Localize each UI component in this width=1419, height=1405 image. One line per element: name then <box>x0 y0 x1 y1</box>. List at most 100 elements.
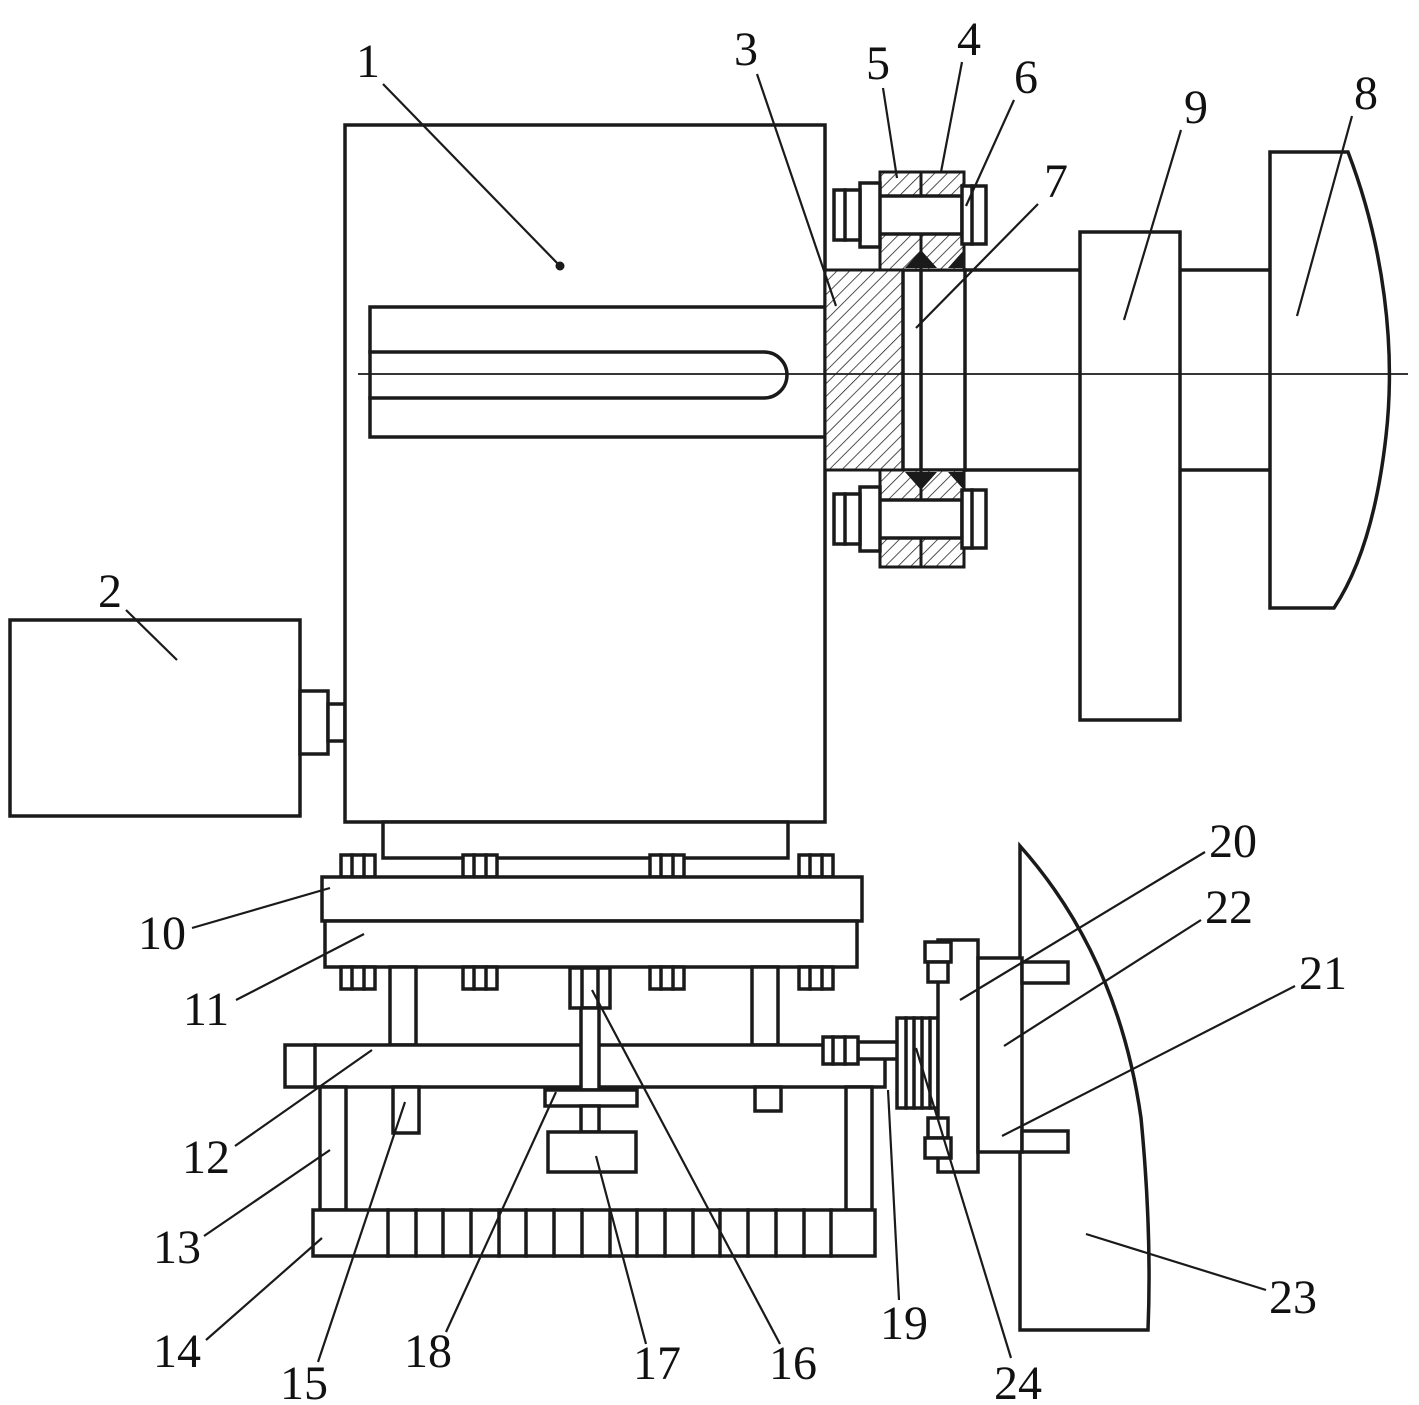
leader-line-1 <box>382 83 561 267</box>
top-bolt-shank <box>926 960 950 984</box>
right-clamp-assembly <box>821 938 1070 1174</box>
leader-line-18 <box>445 1091 557 1333</box>
bolt-nut <box>960 488 988 550</box>
coupling-bolt-bottom <box>832 485 988 553</box>
part9-bearing-block <box>1078 230 1182 722</box>
leader-line-10 <box>191 886 331 930</box>
right-flange-hub <box>901 268 967 472</box>
leader-line-6 <box>964 99 1016 207</box>
callout-20: 20 <box>959 815 1257 1001</box>
part-label-19: 19 <box>880 1297 928 1350</box>
bolt-washer <box>858 485 882 553</box>
leader-line-8 <box>1295 115 1354 317</box>
callout-9: 9 <box>1122 81 1208 321</box>
leader-line-21 <box>1001 985 1296 1137</box>
bolt-head <box>797 853 835 879</box>
part-label-22: 22 <box>1205 881 1253 934</box>
callout-2: 2 <box>98 565 178 661</box>
part13-left-frame-post <box>318 1085 348 1212</box>
leader-line-3 <box>755 73 838 307</box>
stud-bottom <box>1020 1129 1070 1154</box>
callout-8: 8 <box>1295 67 1378 317</box>
part-label-13: 13 <box>153 1221 201 1274</box>
part-label-2: 2 <box>98 565 122 618</box>
part-label-7: 7 <box>1044 155 1068 208</box>
right-stub <box>753 1085 783 1113</box>
leader-line-4 <box>939 61 964 173</box>
part-label-16: 16 <box>769 1337 817 1390</box>
callout-22: 22 <box>1003 881 1253 1047</box>
part3-coupling-hub <box>823 268 967 472</box>
part-label-1: 1 <box>356 35 380 88</box>
callout-7: 7 <box>915 155 1068 329</box>
callout-1: 1 <box>356 35 565 271</box>
part8-broken-member <box>1268 150 1392 610</box>
callout-18: 18 <box>404 1091 557 1378</box>
housing-neck <box>381 820 790 860</box>
part-label-23: 23 <box>1269 1271 1317 1324</box>
leader-line-16 <box>591 989 781 1345</box>
leader-dot-1 <box>555 261 565 271</box>
callout-3: 3 <box>734 23 838 307</box>
part16-screw-head <box>568 966 612 1010</box>
part-label-18: 18 <box>404 1325 452 1378</box>
part15-left-stub <box>391 1085 421 1135</box>
part-label-5: 5 <box>866 37 890 90</box>
bolt-facet-lines <box>350 965 824 991</box>
motor-shaft-step1 <box>298 689 330 756</box>
bolt-head <box>648 853 686 879</box>
bolt-facet-lines <box>843 488 974 550</box>
part-label-4: 4 <box>957 13 981 66</box>
leader-line-20 <box>959 851 1206 1001</box>
coupling-bolt-top <box>832 181 988 249</box>
motor-body <box>8 618 302 818</box>
spacer-serrations <box>904 1016 932 1110</box>
bolt-head <box>339 853 377 879</box>
bolt-head <box>648 965 686 991</box>
bolt-facet-lines <box>350 853 824 879</box>
callout-12: 12 <box>182 1049 373 1184</box>
part-label-11: 11 <box>183 983 229 1036</box>
part-label-10: 10 <box>138 907 186 960</box>
bolt-head <box>461 965 499 991</box>
part21-backing-plate <box>976 956 1024 1154</box>
leader-line-13 <box>203 1149 331 1237</box>
shaft-lines <box>963 268 1272 472</box>
callout-10: 10 <box>138 886 331 960</box>
part-label-21: 21 <box>1299 947 1347 1000</box>
top-bolt-head <box>923 940 953 964</box>
bolt-head <box>832 492 862 546</box>
part-label-6: 6 <box>1014 51 1038 104</box>
callout-6: 6 <box>964 51 1038 207</box>
callout-16: 16 <box>591 989 817 1390</box>
part19-connector-shank <box>856 1040 900 1061</box>
part-label-17: 17 <box>633 1337 681 1390</box>
part10-upper-plate <box>320 875 864 923</box>
callout-13: 13 <box>153 1149 331 1274</box>
output-shaft-assembly <box>963 150 1392 722</box>
part1-housing <box>343 123 827 824</box>
part14-rack-base <box>311 1208 877 1258</box>
part17-foot-block <box>546 1130 638 1174</box>
housing-outline <box>343 123 827 824</box>
leader-line-24 <box>914 1047 1013 1359</box>
part-label-3: 3 <box>734 23 758 76</box>
bolt-head <box>339 965 377 991</box>
part-label-14: 14 <box>153 1325 201 1378</box>
connector-facets <box>831 1035 847 1066</box>
slot-outer-lines <box>368 305 827 439</box>
callout-4: 4 <box>939 13 981 173</box>
bolt-head <box>797 965 835 991</box>
callout-23: 23 <box>1085 1232 1317 1324</box>
part24-serrated-spacer <box>895 1016 940 1110</box>
callout-19: 19 <box>880 1089 928 1350</box>
part-label-24: 24 <box>994 1357 1042 1405</box>
leader-line-7 <box>915 203 1039 329</box>
motor-shaft-step2 <box>326 702 347 743</box>
connector-bolt-head <box>821 1035 860 1066</box>
part-label-20: 20 <box>1209 815 1257 868</box>
leader-line-17 <box>594 1155 648 1345</box>
center-screw-assembly <box>543 966 639 1174</box>
